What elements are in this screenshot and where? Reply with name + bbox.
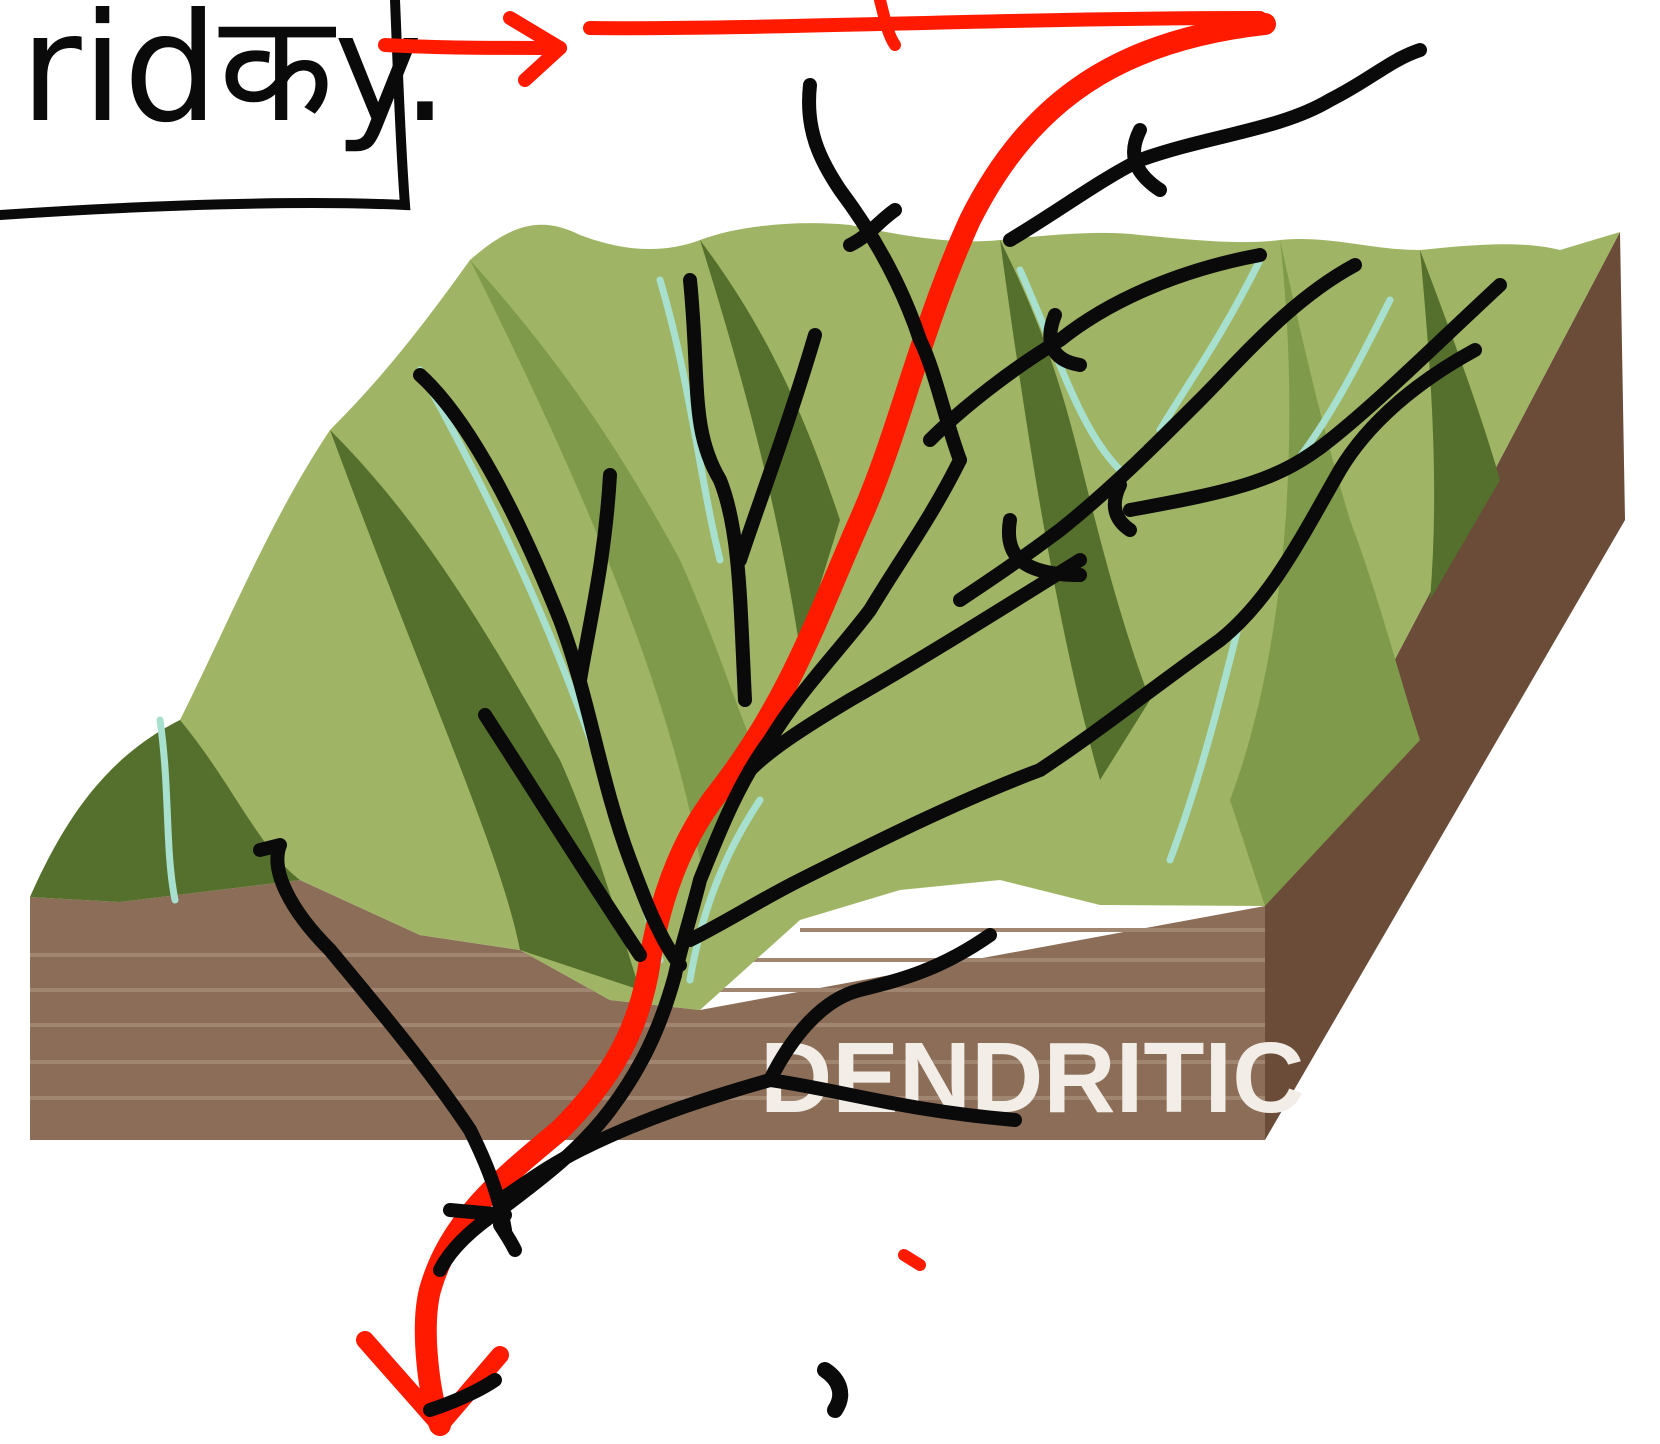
stray-red-mark xyxy=(904,1255,920,1265)
note-box: ridकy. xyxy=(0,0,449,215)
block-label: DENDRITIC xyxy=(760,1022,1304,1134)
outlet-tick-1 xyxy=(450,1210,505,1215)
outlet-tick-2 xyxy=(500,1225,515,1250)
note-box-text: ridकy. xyxy=(20,0,449,156)
note-pointer-arrow xyxy=(385,45,560,48)
top-red-line xyxy=(590,18,1260,28)
tributary-top-right xyxy=(1010,50,1420,240)
stray-black-mark xyxy=(825,1370,840,1410)
